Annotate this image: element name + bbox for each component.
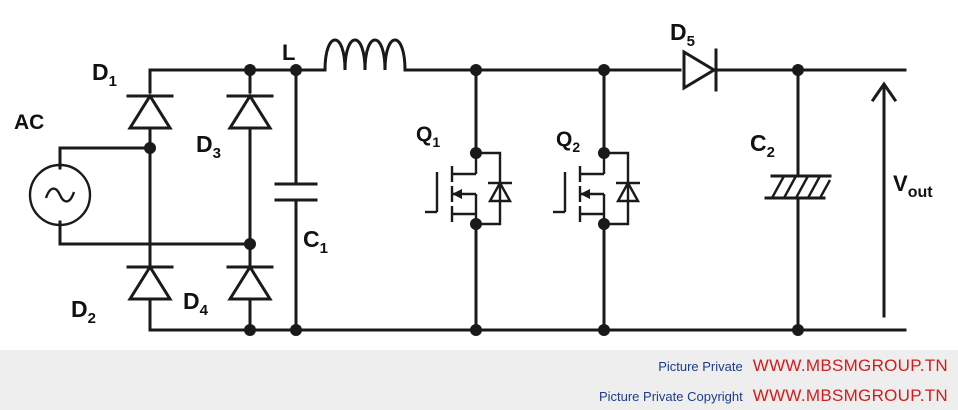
diode-d4 [226, 264, 274, 301]
junction-dots [144, 64, 804, 336]
label-c2: C2 [750, 130, 775, 161]
watermark-url: WWW.MBSMGROUP.TN [752, 356, 948, 375]
label-d4: D4 [183, 288, 209, 319]
watermark-url: WWW.MBSMGROUP.TN [752, 386, 948, 405]
watermark-text: Picture Private [658, 359, 743, 374]
ac-source [28, 163, 92, 227]
label-l: L [282, 40, 295, 65]
label-d1: D1 [92, 59, 117, 90]
mosfet-q2 [553, 151, 641, 226]
label-c1: C1 [303, 226, 328, 257]
circuit-diagram: AC D1 D2 D3 D4 D5 L C1 C2 Q1 Q2 Vout [14, 19, 933, 336]
label-vout: Vout [893, 171, 933, 201]
label-ac: AC [14, 111, 44, 134]
inductor-l [323, 38, 407, 72]
diode-d1 [126, 93, 174, 130]
diode-d2 [126, 264, 174, 301]
watermark-row: Picture Private WWW.MBSMGROUP.TN [658, 356, 948, 376]
vout-arrow [870, 81, 898, 318]
watermark-footer: Picture Private WWW.MBSMGROUP.TN Picture… [0, 350, 958, 410]
diode-d5 [682, 48, 718, 92]
mosfet-q1 [425, 151, 513, 226]
capacitor-c1 [274, 182, 318, 202]
diode-d3 [226, 93, 274, 130]
label-d2: D2 [71, 296, 96, 327]
label-q1: Q1 [416, 123, 440, 150]
capacitor-c2 [764, 174, 832, 200]
watermark-text: Picture Private Copyright [598, 389, 743, 404]
watermark-row: Picture Private Copyright WWW.MBSMGROUP.… [599, 386, 948, 406]
label-q2: Q2 [556, 128, 580, 155]
label-d3: D3 [196, 131, 221, 162]
label-d5: D5 [670, 19, 695, 50]
